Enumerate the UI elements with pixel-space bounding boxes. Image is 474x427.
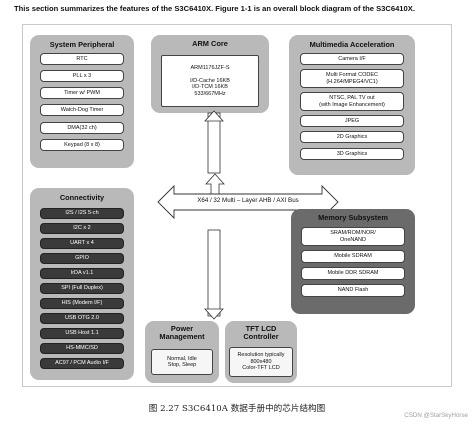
connectivity-item: GPIO — [40, 253, 124, 264]
arm-core-cpu: ARM1176JZF-S — [190, 65, 230, 71]
system-peripheral-item: Watch-Dog Timer — [40, 104, 124, 116]
system-peripheral-item: RTC — [40, 53, 124, 65]
power-group: Power Management Normal, Idle Stop, Slee… — [145, 321, 219, 383]
arm-core-title: ARM Core — [192, 39, 228, 48]
arm-core-freq: 533/667MHz — [194, 90, 226, 97]
connectivity-item: AC97 / PCM Audio I/F — [40, 358, 124, 369]
power-title: Power Management — [159, 324, 205, 341]
connectivity-item: USB OTG 2.0 — [40, 313, 124, 324]
system-peripheral-title: System Peripheral — [49, 40, 115, 49]
connectivity-title: Connectivity — [59, 193, 105, 202]
figure-caption: 图 2.27 S3C6410A 数据手册中的芯片结构图 — [148, 404, 326, 414]
multimedia-item: 3D Graphics — [300, 148, 404, 160]
memory-item: SRAM/ROM/NOR/ OneNAND — [301, 227, 405, 246]
memory-title: Memory Subsystem — [318, 213, 388, 222]
connectivity-item: I2C x 2 — [40, 223, 124, 234]
watermark: CSDN @StarSkyHorse — [404, 412, 468, 419]
connectivity-item: USB Host 1.1 — [40, 328, 124, 339]
power-modes: Normal, Idle Stop, Sleep — [151, 349, 213, 375]
tft-title: TFT LCD Controller — [243, 324, 279, 341]
multimedia-item: NTSC, PAL TV out (with Image Enhancement… — [300, 92, 404, 111]
system-peripheral-item: Keypad (8 x 8) — [40, 139, 124, 151]
memory-group: Memory Subsystem SRAM/ROM/NOR/ OneNAND Mo… — [291, 209, 415, 314]
system-peripheral-item: PLL x 3 — [40, 70, 124, 82]
arm-core-cache: I/D-Cache 16KB — [190, 77, 230, 84]
block-diagram: System Peripheral RTC PLL x 3 Timer w/ PWM… — [22, 24, 452, 387]
multimedia-item: Multi Format CODEC (H.264/MPEG4/VC1) — [300, 69, 404, 88]
memory-item: NAND Flash — [301, 284, 405, 297]
tft-group: TFT LCD Controller Resolution typically … — [225, 321, 297, 383]
multimedia-title: Multimedia Acceleration — [309, 40, 395, 49]
memory-item: Mobile DDR SDRAM — [301, 267, 405, 280]
arm-core-box: ARM1176JZF-S I/D-Cache 16KB I/D-TCM 16KB… — [161, 55, 259, 107]
bus-arrow — [157, 184, 339, 220]
multimedia-item: 2D Graphics — [300, 131, 404, 143]
connectivity-item: HS-MMC/SD — [40, 343, 124, 354]
intro-text: This section summarizes the features of … — [14, 4, 415, 13]
system-peripheral-group: System Peripheral RTC PLL x 3 Timer w/ PWM… — [30, 35, 134, 168]
connectivity-item: IrDA v1.1 — [40, 268, 124, 279]
connectivity-item: HIS (Modem I/F) — [40, 298, 124, 309]
system-peripheral-item: Timer w/ PWM — [40, 87, 124, 99]
connectivity-item: UART x 4 — [40, 238, 124, 249]
multimedia-item: JPEG — [300, 115, 404, 127]
memory-item: Mobile SDRAM — [301, 250, 405, 263]
connectivity-item: SPI (Full Duplex) — [40, 283, 124, 294]
tft-spec: Resolution typically 800x480 Color-TFT L… — [229, 347, 293, 377]
multimedia-group: Multimedia Acceleration Camera I/F Multi … — [289, 35, 415, 175]
arm-core-tcm: I/D-TCM 16KB — [192, 84, 228, 90]
arm-core-group: ARM Core ARM1176JZF-S I/D-Cache 16KB I/D… — [151, 35, 269, 113]
system-peripheral-item: DMA(32 ch) — [40, 122, 124, 134]
bus-label: X64 / 32 Multi – Layer AHB / AXI Bus — [197, 197, 299, 204]
multimedia-item: Camera I/F — [300, 53, 404, 65]
bus-connectors — [204, 110, 224, 320]
connectivity-item: I2S / I2S 5-ch — [40, 208, 124, 219]
system-bus — [157, 173, 339, 220]
